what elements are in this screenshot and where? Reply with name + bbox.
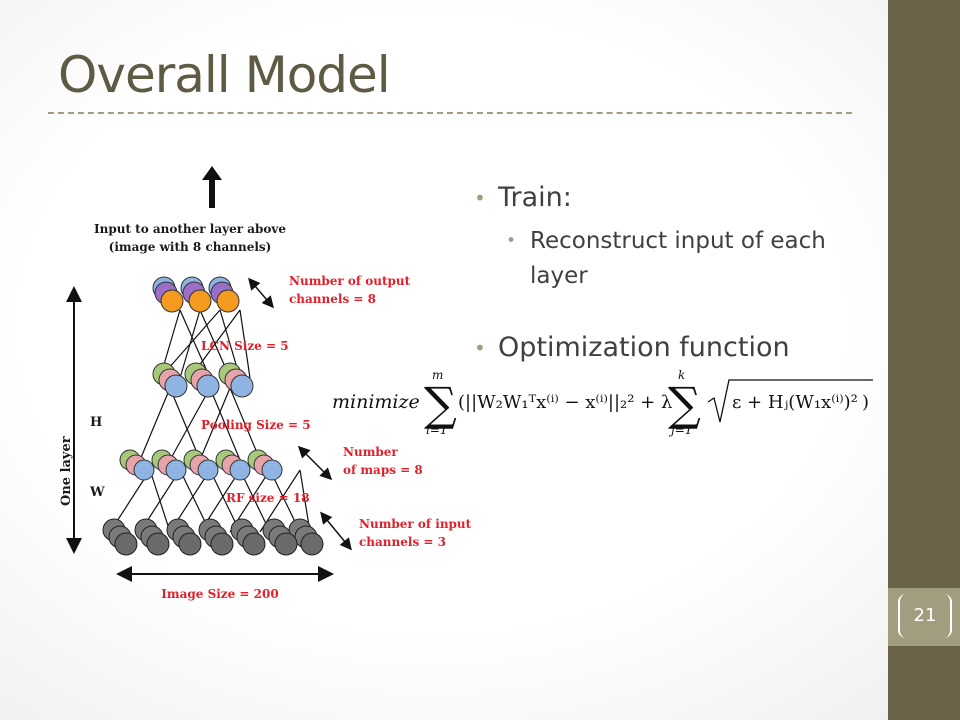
w-label: W (89, 485, 105, 500)
title-divider (48, 112, 852, 114)
bullet-train: • Train: (474, 178, 884, 224)
input-layer-nodes (102, 518, 324, 556)
up-arrow-head-icon (202, 166, 222, 180)
maps-arrow-icon (297, 445, 333, 481)
bullet-optimization: • Optimization function (474, 328, 884, 374)
optimization-formula: minimize ∑ m i=1 (||W₂W₁ᵀx⁽ⁱ⁾ − x⁽ⁱ⁾||₂²… (332, 368, 873, 437)
bullet-train-text: Train: (498, 182, 572, 213)
rf-size-label: RF size = 18 (226, 491, 310, 505)
input-channels-line1: Number of input (359, 517, 472, 531)
top-label-line1: Input to another layer above (94, 222, 286, 236)
output-layer-nodes (152, 276, 240, 313)
formula-sum1-lower: i=1 (426, 423, 448, 437)
pooling-layer-nodes (152, 362, 254, 398)
top-label-line2: (image with 8 channels) (109, 240, 272, 254)
maps-layer-nodes (119, 449, 283, 481)
summation-icon: ∑ (668, 377, 701, 431)
output-channels-line2: channels = 8 (289, 292, 376, 306)
input-channels-arrow-icon (320, 511, 352, 551)
h-label: H (90, 415, 102, 430)
output-channels-arrow-icon (248, 277, 274, 309)
bullet-optimization-text: Optimization function (498, 332, 790, 363)
maps-line1: Number (343, 445, 398, 459)
formula-expression: (||W₂W₁ᵀx⁽ⁱ⁾ − x⁽ⁱ⁾||₂² + λ (458, 392, 672, 413)
image-size-label: Image Size = 200 (161, 587, 278, 601)
bullet-icon: • (474, 186, 486, 210)
sub-bullet-reconstruct-text: Reconstruct input of each layer (530, 228, 826, 289)
one-layer-label: One layer (60, 436, 74, 506)
maps-line2: of maps = 8 (343, 463, 423, 477)
lcn-size-label: LCN Size = 5 (201, 339, 289, 353)
formula-sqrt-content: ε + Hⱼ(W₁x⁽ⁱ⁾)² (732, 392, 858, 413)
formula-sum2-lower: j=1 (668, 423, 692, 437)
bullet-list: • Train: • Reconstruct input of each lay… (474, 178, 884, 374)
bullet-icon: • (506, 231, 517, 251)
page-number: 21 (898, 594, 952, 638)
formula-minimize: minimize (332, 391, 420, 413)
pooling-size-label: Pooling Size = 5 (201, 418, 311, 432)
output-channels-line1: Number of output (289, 274, 411, 288)
formula-sum2-upper: k (678, 368, 685, 382)
summation-icon: ∑ (424, 377, 457, 431)
sub-bullet-reconstruct: • Reconstruct input of each layer (506, 224, 884, 304)
formula-sum1-upper: m (432, 368, 443, 382)
bullet-icon: • (474, 336, 486, 360)
square-root-icon (707, 379, 873, 423)
input-channels-line2: channels = 3 (359, 535, 446, 549)
slide-title: Overall Model (58, 46, 391, 104)
formula-closing: ) (862, 392, 869, 413)
network-diagram: Input to another layer above (image with… (60, 166, 472, 601)
